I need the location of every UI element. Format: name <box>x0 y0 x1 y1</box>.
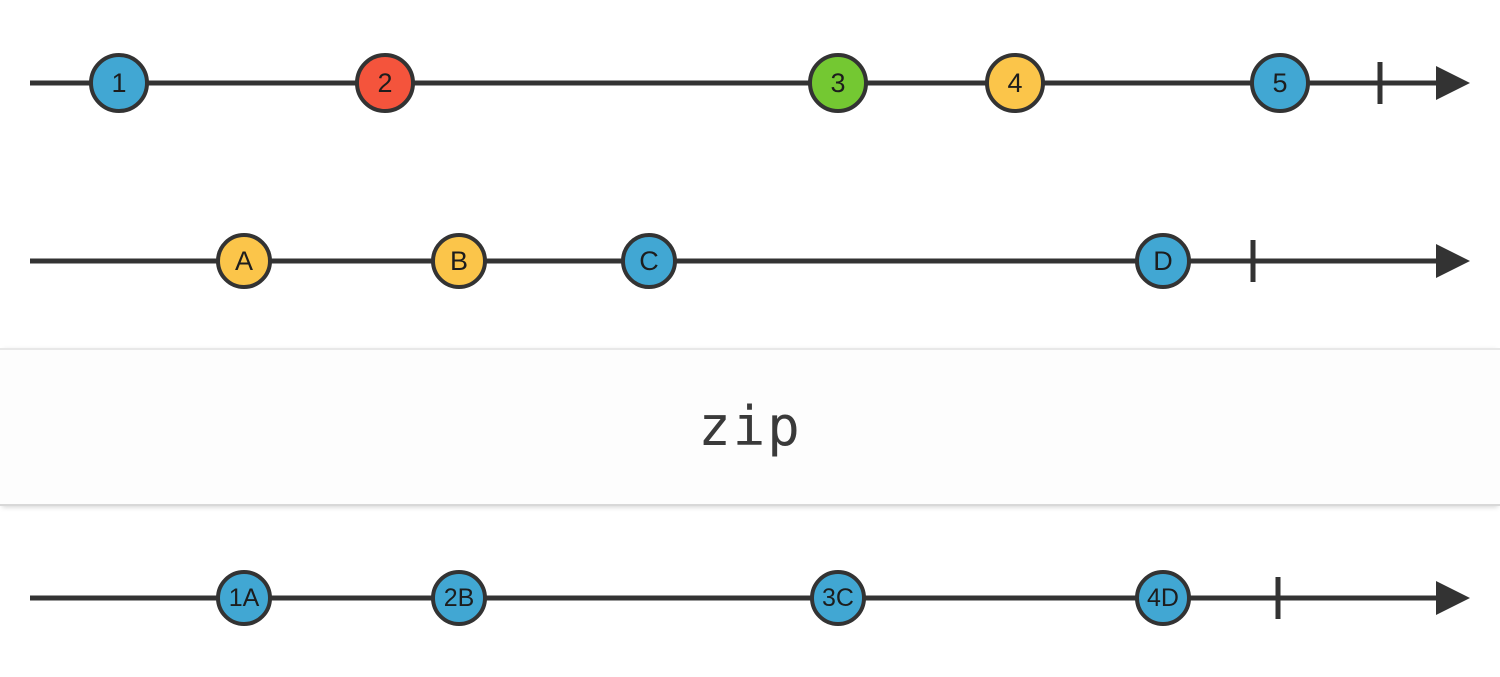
marble-circle[interactable] <box>89 53 149 113</box>
marble-stream-source-2: A B C D <box>0 201 1500 321</box>
marble-label: 3C <box>822 584 854 612</box>
marble[interactable]: 2 <box>355 53 415 113</box>
marble-label: 5 <box>1272 68 1287 98</box>
marble-circle[interactable] <box>216 570 272 626</box>
marble-circle[interactable] <box>1135 233 1191 289</box>
marble-circle[interactable] <box>216 233 272 289</box>
marble[interactable]: 1 <box>89 53 149 113</box>
marble-circle[interactable] <box>1250 53 1310 113</box>
marble-label: 4D <box>1147 584 1179 612</box>
marble[interactable]: 5 <box>1250 53 1310 113</box>
marble-circle[interactable] <box>431 233 487 289</box>
timeline-arrow-head <box>1436 581 1470 615</box>
marble-label: C <box>639 246 659 276</box>
timeline-arrow-head <box>1436 244 1470 278</box>
marble[interactable]: D <box>1135 233 1191 289</box>
marble-circle[interactable] <box>808 53 868 113</box>
marble-circle[interactable] <box>985 53 1045 113</box>
marble-stream-source-1: 1 2 3 4 5 <box>0 23 1500 143</box>
marble-label: 1 <box>111 68 126 98</box>
marble[interactable]: 3 <box>808 53 868 113</box>
marble[interactable]: 4 <box>985 53 1045 113</box>
marble[interactable]: B <box>431 233 487 289</box>
marble[interactable]: 3C <box>810 570 866 626</box>
marble-circle[interactable] <box>810 570 866 626</box>
marble-label: B <box>450 246 468 276</box>
marble-label: A <box>235 246 253 276</box>
marble-label: 3 <box>830 68 845 98</box>
marble-circle[interactable] <box>355 53 415 113</box>
marble-label: 2 <box>377 68 392 98</box>
marble-circle[interactable] <box>621 233 677 289</box>
stream-canvas-source-1: 1 2 3 4 5 <box>30 53 1470 113</box>
marble-label: 4 <box>1007 68 1022 98</box>
marble-label: D <box>1153 246 1173 276</box>
marble[interactable]: 2B <box>431 570 487 626</box>
marble-circle[interactable] <box>1135 570 1191 626</box>
marble[interactable]: C <box>621 233 677 289</box>
marble-label: 1A <box>229 584 260 612</box>
stream-canvas-source-2: A B C D <box>30 233 1470 289</box>
marble[interactable]: 1A <box>216 570 272 626</box>
operator-band: zip <box>0 348 1500 506</box>
marble-circle[interactable] <box>431 570 487 626</box>
operator-label: zip <box>698 395 802 458</box>
marble[interactable]: A <box>216 233 272 289</box>
timeline-arrow-head <box>1436 66 1470 100</box>
marble[interactable]: 4D <box>1135 570 1191 626</box>
marble-stream-result: 1A 2B 3C 4D <box>0 538 1500 658</box>
marble-label: 2B <box>444 584 475 612</box>
stream-canvas-result: 1A 2B 3C 4D <box>30 570 1470 626</box>
